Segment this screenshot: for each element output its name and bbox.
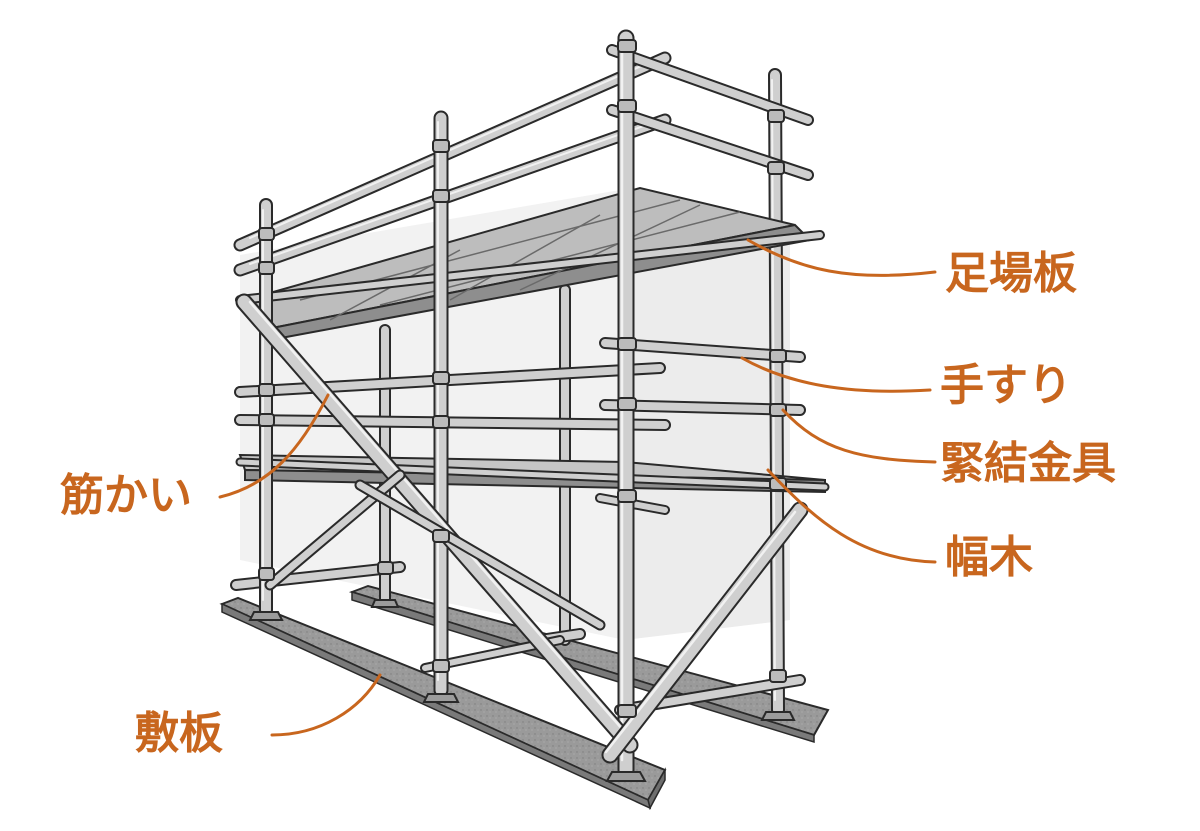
label-scaffold-board: 足場板: [945, 248, 1077, 299]
label-brace: 筋かい: [60, 470, 192, 521]
brace-lower-x: [264, 469, 606, 631]
leader-lines: [218, 238, 937, 737]
brace-long: [235, 293, 639, 754]
label-toe-board: 幅木: [945, 532, 1033, 583]
label-clamp: 緊結金具: [940, 438, 1116, 489]
clamps: [258, 39, 787, 718]
scaffold-board-upper: [235, 186, 825, 342]
label-base-plank: 敷板: [135, 708, 223, 759]
label-handrail: 手すり: [940, 360, 1072, 411]
base-plates: [248, 599, 796, 782]
brace-side: [601, 501, 809, 764]
